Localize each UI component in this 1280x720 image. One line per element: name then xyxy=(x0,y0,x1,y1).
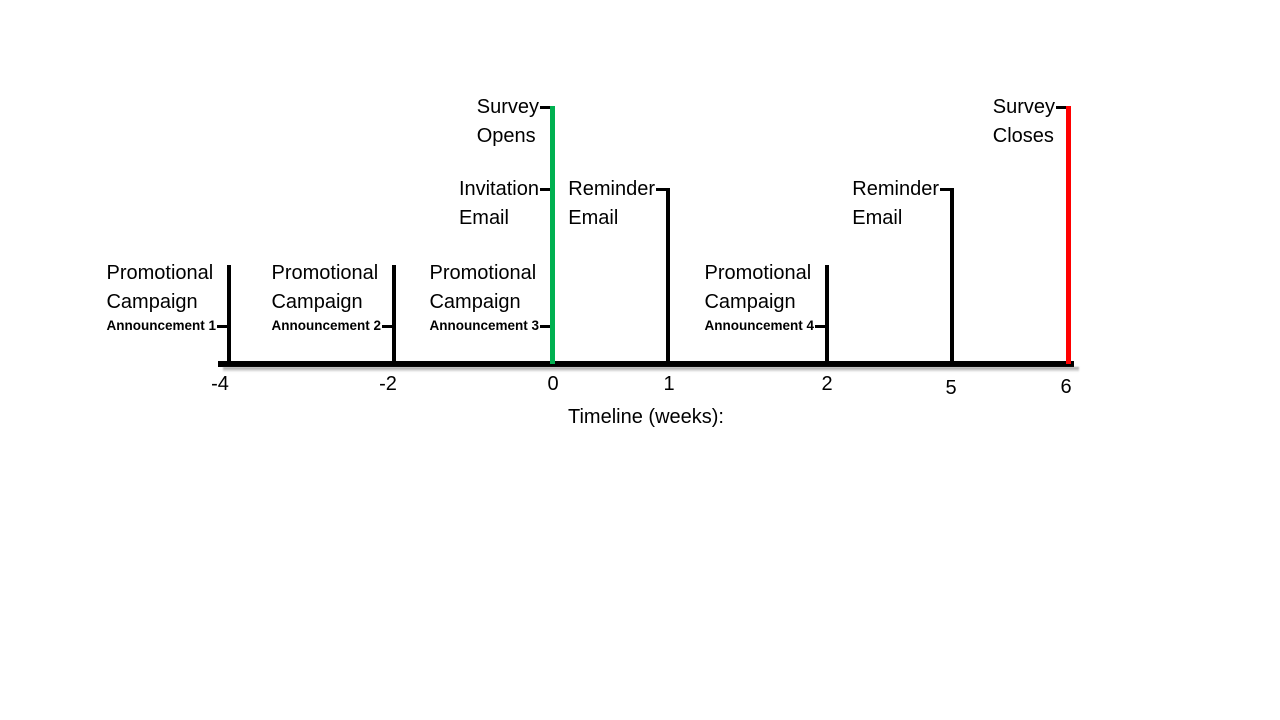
label-row: Survey xyxy=(477,93,550,122)
tick-label-minus-2: -2 xyxy=(379,373,397,395)
label-row: Opens xyxy=(477,122,550,151)
connector-dash xyxy=(815,324,825,328)
label-text: Invitation xyxy=(458,178,539,200)
label-text: Email xyxy=(568,207,619,229)
label-row: Campaign xyxy=(106,288,227,317)
label-row: Announcement 1 xyxy=(106,317,227,335)
label-row: Email xyxy=(852,204,950,233)
label-text: Closes xyxy=(992,125,1054,147)
label-row: Email xyxy=(568,204,666,233)
label-row: Survey xyxy=(993,93,1066,122)
tick-label-1: 1 xyxy=(663,373,675,395)
connector-dash xyxy=(217,324,227,328)
event-line-week-6-survey-closes xyxy=(1065,106,1071,364)
label-row: Promotional xyxy=(429,259,550,288)
tick-label-6: 6 xyxy=(1060,376,1072,398)
label-row: Campaign xyxy=(271,288,392,317)
connector-dash xyxy=(656,188,666,191)
connector-dash xyxy=(540,106,550,109)
event-line-week-2 xyxy=(825,265,829,364)
label-row: Campaign xyxy=(429,288,550,317)
connector-dash xyxy=(540,188,550,191)
label-row: Announcement 2 xyxy=(271,317,392,335)
connector-dash xyxy=(1056,106,1066,109)
label-row: Reminder xyxy=(852,175,950,204)
timeline-axis xyxy=(218,361,1074,367)
label-text: Opens xyxy=(476,125,536,147)
label-text: Campaign xyxy=(704,291,796,313)
label-text: Promotional xyxy=(704,262,812,284)
label-row: Announcement 4 xyxy=(704,317,825,335)
event-line-week-minus-4 xyxy=(227,265,231,364)
label-row: Announcement 3 xyxy=(429,317,550,335)
label-text: Reminder xyxy=(852,178,939,200)
label-text: Announcement 2 xyxy=(271,318,381,333)
event-line-week-minus-2 xyxy=(392,265,396,364)
label-text: Reminder xyxy=(568,178,655,200)
label-text: Promotional xyxy=(271,262,379,284)
label-text: Email xyxy=(458,207,509,229)
label-row: Promotional xyxy=(106,259,227,288)
label-text: Campaign xyxy=(106,291,198,313)
label-text: Campaign xyxy=(429,291,521,313)
connector-dash xyxy=(940,188,950,191)
label-row: Email xyxy=(459,204,550,233)
tick-label-minus-4: -4 xyxy=(211,373,229,395)
label-row: Invitation xyxy=(459,175,550,204)
event-line-week-0-survey-opens xyxy=(549,106,555,364)
label-row: Promotional xyxy=(271,259,392,288)
timeline-axis-shadow xyxy=(223,367,1079,372)
label-text: Promotional xyxy=(429,262,537,284)
connector-dash xyxy=(540,324,550,328)
label-text: Survey xyxy=(476,96,539,118)
tick-label-5: 5 xyxy=(945,377,957,399)
label-row: Campaign xyxy=(704,288,825,317)
label-text: Survey xyxy=(992,96,1055,118)
event-line-week-5 xyxy=(950,188,954,364)
label-row: Promotional xyxy=(704,259,825,288)
label-row: Closes xyxy=(993,122,1066,151)
label-row: Reminder xyxy=(568,175,666,204)
label-text: Announcement 3 xyxy=(429,318,539,333)
axis-title: Timeline (weeks): xyxy=(568,406,724,428)
label-text: Announcement 4 xyxy=(704,318,814,333)
event-line-week-1 xyxy=(666,188,670,364)
label-text: Campaign xyxy=(271,291,363,313)
label-text: Email xyxy=(852,207,903,229)
connector-dash xyxy=(382,324,392,328)
tick-label-2: 2 xyxy=(821,373,833,395)
label-text: Promotional xyxy=(106,262,214,284)
label-text: Announcement 1 xyxy=(106,318,216,333)
tick-label-0: 0 xyxy=(547,373,559,395)
